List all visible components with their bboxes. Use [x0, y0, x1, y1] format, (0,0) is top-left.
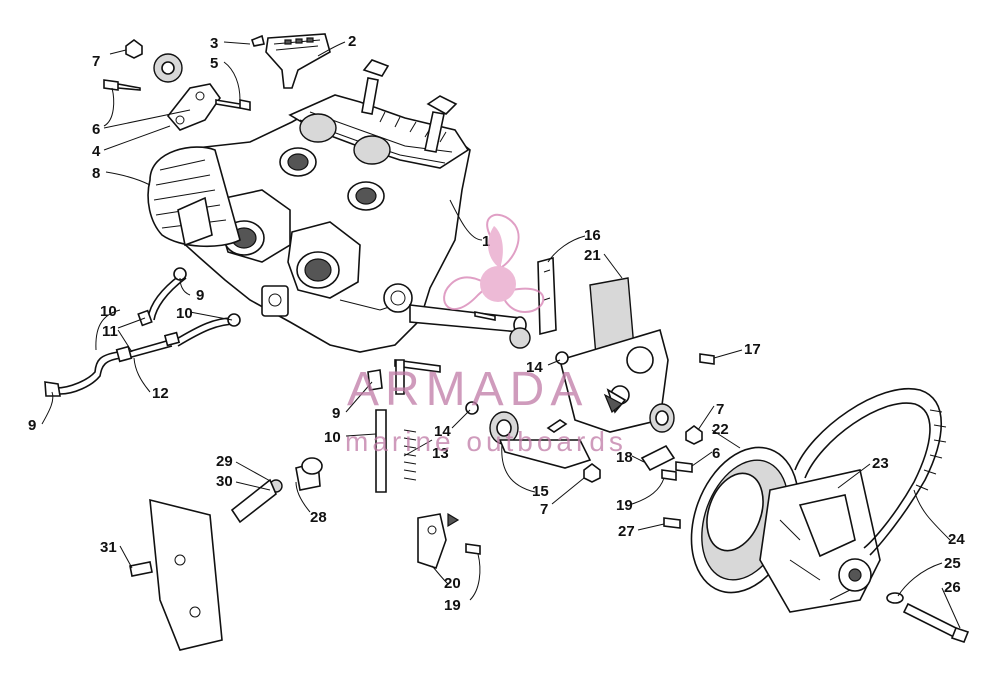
- bushing-parts: [129, 457, 323, 651]
- small-bracket: [417, 444, 676, 570]
- engine-mount-bracket: [537, 256, 669, 433]
- starter-handle: [265, 33, 331, 89]
- callout-18: 18: [616, 449, 633, 466]
- nut-7-top: [125, 39, 143, 59]
- fuel-hoses: [44, 267, 241, 397]
- bolt-6-low: [675, 461, 693, 473]
- callout-6: 6: [92, 121, 100, 138]
- callout-9-top: 9: [196, 287, 204, 304]
- nut-7-mid: [685, 425, 703, 445]
- drive-belt: [794, 387, 947, 556]
- callout-labels: 1 2 3 4 5 6 6 7 7 7 8 9 9 9 10 10 10 11 …: [28, 33, 965, 614]
- callout-7-right: 7: [716, 401, 724, 418]
- nut-7-low: [583, 463, 601, 483]
- bolt-27: [663, 517, 681, 529]
- callout-11: 11: [102, 323, 118, 340]
- watermark-brand: ARMADA: [347, 363, 588, 416]
- callout-31: 31: [100, 539, 117, 556]
- callout-16: 16: [584, 227, 601, 244]
- callout-25: 25: [944, 555, 961, 572]
- pulley-gear: [153, 53, 183, 83]
- callout-10-left: 10: [100, 303, 117, 320]
- clip-3: [251, 34, 265, 47]
- callout-7-top: 7: [92, 53, 100, 70]
- bolt-17: [699, 353, 715, 365]
- callout-27: 27: [618, 523, 635, 540]
- callout-13: 13: [432, 445, 449, 462]
- callout-14-left: 14: [434, 423, 451, 440]
- callout-9-left: 9: [28, 417, 36, 434]
- bolt-19-lower: [465, 543, 481, 555]
- bolt-19: [661, 469, 677, 481]
- leader-lines: [41, 41, 961, 629]
- drive-pulley-small: [489, 403, 675, 445]
- callout-29: 29: [216, 453, 233, 470]
- callout-7-bottom: 7: [540, 501, 548, 518]
- isolator-mounts: [394, 311, 569, 415]
- callout-21: 21: [584, 247, 601, 264]
- callout-10-center: 10: [324, 429, 341, 446]
- watermark-tagline: marine outboards: [345, 426, 627, 457]
- washer-25: [886, 592, 904, 604]
- callout-30: 30: [216, 473, 233, 490]
- callout-14-right: 14: [526, 359, 543, 376]
- callout-12: 12: [152, 385, 169, 402]
- callout-24: 24: [948, 531, 965, 548]
- bolt-6: [103, 79, 141, 91]
- callout-6-lower: 6: [712, 445, 720, 462]
- watermark: ARMADA marine outboards: [345, 213, 627, 457]
- callout-4: 4: [92, 143, 101, 160]
- spring-and-rod: [367, 359, 417, 493]
- bolt-26-head: [950, 627, 970, 643]
- callout-3: 3: [210, 35, 218, 52]
- drive-clutch: [690, 446, 881, 613]
- mount-plate: [166, 83, 221, 131]
- recoil-starter: [147, 146, 241, 248]
- callout-10-right: 10: [176, 305, 193, 322]
- callout-19-lower: 19: [444, 597, 461, 614]
- callout-2: 2: [348, 33, 356, 50]
- callout-26: 26: [944, 579, 961, 596]
- callout-15: 15: [532, 483, 549, 500]
- callout-9-center: 9: [332, 405, 340, 422]
- callout-17: 17: [744, 341, 761, 358]
- callout-22: 22: [712, 421, 729, 438]
- callout-19-right: 19: [616, 497, 633, 514]
- callout-28: 28: [310, 509, 327, 526]
- bracket-15: [498, 439, 592, 469]
- callout-23: 23: [872, 455, 889, 472]
- callout-20: 20: [444, 575, 461, 592]
- bolt-5: [215, 99, 251, 111]
- engine-block: [175, 59, 527, 353]
- callout-5: 5: [210, 55, 218, 72]
- callout-1: 1: [482, 233, 490, 250]
- propeller-icon: [443, 213, 545, 314]
- callout-8: 8: [92, 165, 100, 182]
